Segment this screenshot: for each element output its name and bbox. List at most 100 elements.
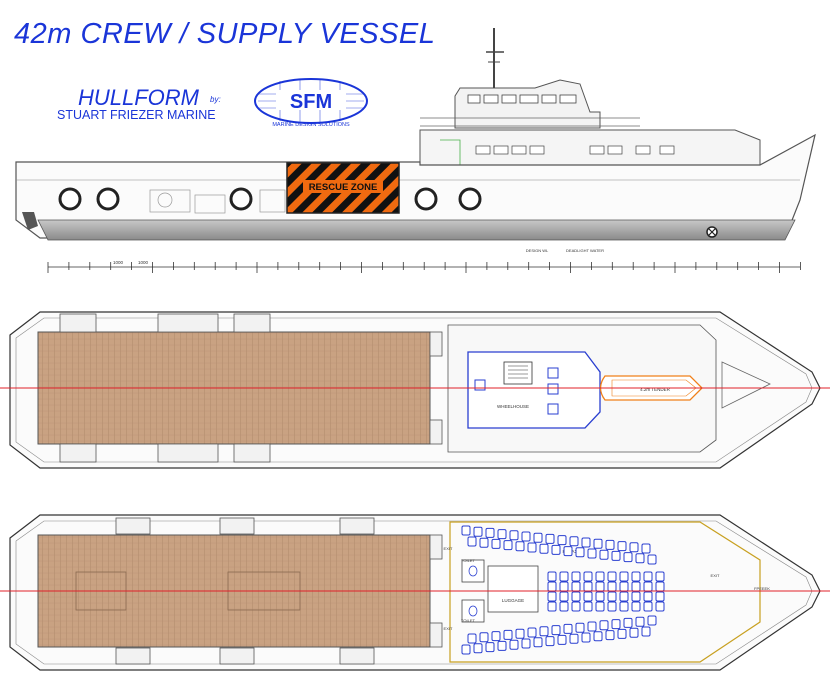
passenger-seat [491, 631, 501, 642]
passenger-seat [655, 581, 665, 592]
exit-label-1: EXIT [444, 546, 453, 551]
passenger-seat [587, 548, 597, 559]
passenger-seat [595, 601, 605, 612]
passenger-seat [593, 631, 603, 642]
passenger-seat [539, 543, 549, 554]
passenger-seat [619, 591, 629, 602]
passenger-seat [547, 591, 557, 602]
passenger-seat [583, 591, 593, 602]
passenger-seat [581, 537, 591, 548]
passenger-seat [563, 546, 573, 557]
passenger-seat [557, 634, 567, 645]
drawing-title: 42m CREW / SUPPLY VESSEL [14, 18, 436, 50]
passenger-seat [509, 530, 519, 541]
passenger-seat [611, 550, 621, 561]
passenger-seat [595, 581, 605, 592]
draft-label-1: DESIGN WL [526, 248, 549, 253]
passenger-seat [655, 591, 665, 602]
passenger-seat [631, 571, 641, 582]
passenger-seat [571, 581, 581, 592]
passenger-seat [641, 626, 651, 637]
passenger-seat [547, 571, 557, 582]
passenger-seat [497, 640, 507, 651]
rescue-zone-label: RESCUE ZONE [309, 182, 378, 193]
passenger-seat [643, 581, 653, 592]
passenger-seat [467, 633, 477, 644]
designer-name: STUART FRIEZER MARINE [57, 108, 216, 122]
passenger-seat [479, 632, 489, 643]
passenger-seat [617, 628, 627, 639]
passenger-seat [607, 591, 617, 602]
passenger-seat [563, 623, 573, 634]
passenger-seat [607, 581, 617, 592]
passenger-seat [485, 642, 495, 653]
passenger-seat [607, 601, 617, 612]
scale-label-1: 1000 [113, 260, 124, 265]
passenger-seat [605, 539, 615, 550]
passenger-seat [607, 571, 617, 582]
passenger-seat [527, 542, 537, 553]
toilet-label-2: TOILET [461, 618, 475, 623]
passenger-seat [533, 532, 543, 543]
passenger-seat [631, 591, 641, 602]
profile-view: RESCUE ZONE DESIGN WL DEADLIGHT WATER [15, 28, 816, 253]
passenger-seat [655, 601, 665, 612]
passenger-seat [635, 553, 645, 564]
passenger-seat [467, 536, 477, 547]
passenger-seat [521, 531, 531, 542]
tender-label: 4.2m TENDER [640, 387, 670, 392]
passenger-seat [473, 643, 483, 654]
scale-bar: 1000 1000 [47, 260, 801, 273]
passenger-seat [623, 617, 633, 628]
passenger-seat [461, 644, 471, 655]
passenger-seat [641, 543, 651, 554]
passenger-seat [581, 632, 591, 643]
passenger-seat [631, 601, 641, 612]
passenger-seat [611, 619, 621, 630]
hullform-by: by: [210, 95, 221, 104]
passenger-seat [485, 527, 495, 538]
passenger-seat [623, 552, 633, 563]
passenger-seat [595, 571, 605, 582]
passenger-seat [569, 633, 579, 644]
passenger-seat [593, 538, 603, 549]
passenger-seat [619, 601, 629, 612]
logo-tagline: MARINE DESIGN SOLUTIONS [272, 122, 350, 128]
passenger-seat [559, 591, 569, 602]
passenger-seat [551, 544, 561, 555]
passenger-seat [515, 541, 525, 552]
passenger-seat [583, 601, 593, 612]
passenger-seat [583, 581, 593, 592]
passenger-seat [599, 549, 609, 560]
passenger-seat [533, 637, 543, 648]
passenger-seat [521, 638, 531, 649]
passenger-seat [605, 630, 615, 641]
toilet-label-1: TOILET [461, 558, 475, 563]
forepeak-label: FPEEEK [754, 586, 770, 591]
passenger-seat [497, 529, 507, 540]
passenger-seat [647, 615, 657, 626]
passenger-seat [491, 538, 501, 549]
passenger-seat [571, 601, 581, 612]
passenger-seat [629, 627, 639, 638]
passenger-seat [617, 541, 627, 552]
luggage-label: LUGGAGE [502, 598, 524, 603]
passenger-seat [575, 622, 585, 633]
exit-label-3: EXIT [711, 573, 720, 578]
main-deck-plan: WHEELHOUSE 4.2m TENDER [0, 311, 830, 469]
passenger-seat [643, 571, 653, 582]
passenger-seat [473, 526, 483, 537]
passenger-seat [547, 601, 557, 612]
passenger-seat [509, 639, 519, 650]
passenger-seat [619, 571, 629, 582]
lower-deck-plan: TOILET TOILET LUGGAGE 80 PAX EXIT EXIT E… [0, 514, 830, 671]
passenger-seat [559, 571, 569, 582]
passenger-seat [503, 629, 513, 640]
passenger-seat [583, 571, 593, 582]
wheelhouse-label: WHEELHOUSE [497, 404, 529, 409]
passenger-seat [643, 591, 653, 602]
passenger-seat [655, 571, 665, 582]
passenger-seat [643, 601, 653, 612]
passenger-seat [527, 627, 537, 638]
passenger-seat [631, 581, 641, 592]
